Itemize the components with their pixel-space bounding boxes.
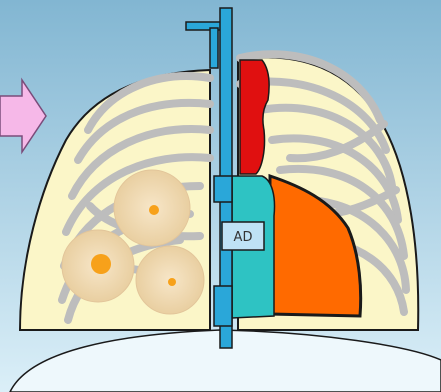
nodule-core <box>91 254 111 274</box>
nodule-core <box>168 278 176 286</box>
nodule-core <box>149 205 159 215</box>
ad-label: AD <box>234 230 253 245</box>
